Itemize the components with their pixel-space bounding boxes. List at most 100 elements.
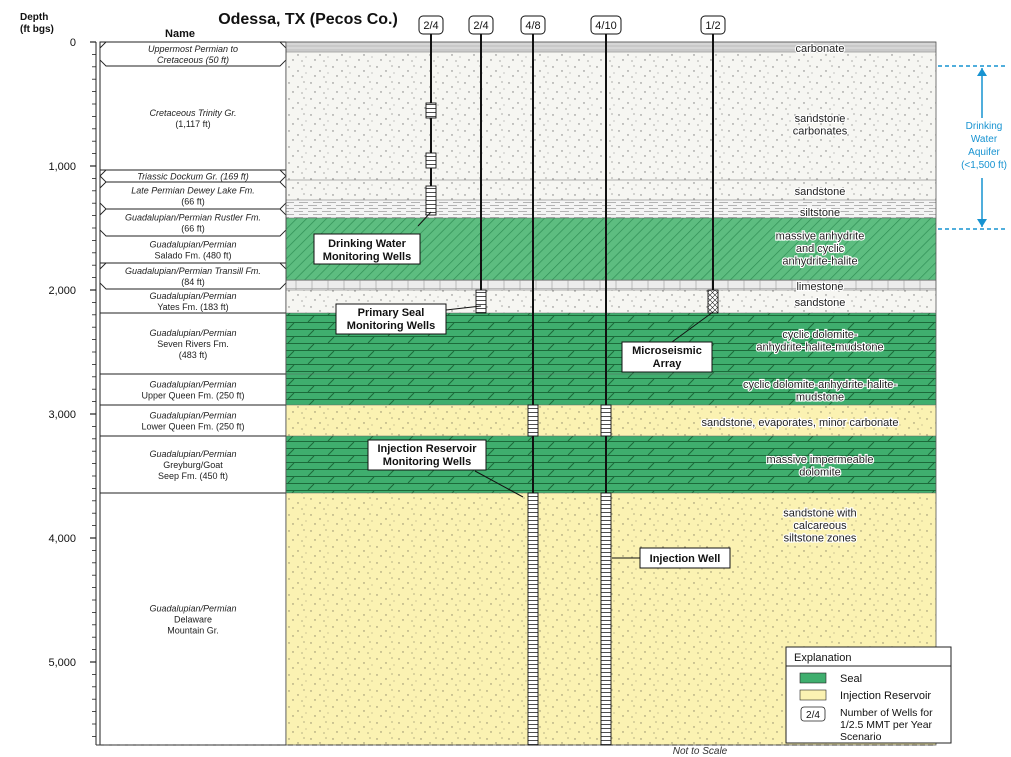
lithology-label: limestone [796,281,843,293]
lithology-label: and cyclic [796,243,845,255]
legend-seal-swatch [799,672,827,684]
lithology-label: massive anhydrite [776,231,865,243]
diagram-title: Odessa, TX (Pecos Co.) [218,11,398,28]
formation-name-line: Mountain Gr. [167,626,219,636]
name-column-header: Name [165,28,195,40]
not-to-scale-label: Not to Scale [673,746,728,757]
formation-name-line: Greyburg/Goat [163,460,223,470]
lithology-label: siltstone zones [784,533,857,545]
lithology-label: sandstone [795,297,846,309]
legend-seal-label: Seal [840,673,862,685]
lithology-label: cyclic dolomite-anhydrite-halite- [743,379,897,391]
depth-tick-label: 2,000 [48,285,76,297]
depth-axis-label: Depth [20,12,48,23]
siltstone-layer [286,200,936,218]
well-screen [425,185,437,216]
depth-tick-label: 0 [70,37,76,49]
microseismic-array-segment [707,289,719,314]
injection-well-label: Injection Well [650,553,721,565]
formation-name-line: Upper Queen Fm. (250 ft) [141,391,244,401]
well-screen [527,492,539,746]
microseismic-line2: Array [653,358,683,370]
well-count-label: 4/8 [525,20,540,32]
formation-name-line: Guadalupian/Permian Rustler Fm. [125,213,261,223]
formation-name-line: (84 ft) [181,277,205,287]
depth-tick-label: 4,000 [48,533,76,545]
injection-reservoir-wells-line2: Monitoring Wells [383,456,471,468]
well-count-badge [418,15,444,35]
well-count-badge [590,15,622,35]
well-count-badge [700,15,726,35]
legend: Explanation Seal Injection Reservoir 2/4… [785,646,952,744]
wells [425,34,719,746]
well-count-label: 2/4 [473,20,488,32]
formation-name-line: Seep Fm. (450 ft) [158,471,228,481]
legend-wells-symbol: 2/4 [806,710,820,721]
drinking-water-wells-line1: Drinking Water [328,238,407,250]
aquifer-line3: Aquifer [968,147,1000,158]
aquifer-bracket: Drinking Water Aquifer (<1,500 ft) [938,65,1010,230]
lithology-label: sandstone with [783,508,856,520]
depth-tick-label: 1,000 [48,161,76,173]
lithology-label: cyclic dolomite- [782,329,858,341]
formation-name-line: (66 ft) [181,224,205,234]
well-count-badge [520,15,546,35]
upper-queen-layer [286,374,936,405]
legend-wells-line2: 1/2.5 MMT per Year [840,719,933,731]
lithology-label: sandstone [795,186,846,198]
formation-name-line: Guadalupian/Permian Transill Fm. [125,266,261,276]
primary-seal-wells-line2: Monitoring Wells [347,320,435,332]
lithology-label: carbonate [796,43,845,55]
formation-name-line: Delaware [174,615,212,625]
well-count-badge [468,15,494,35]
formation-name-line: Lower Queen Fm. (250 ft) [141,422,244,432]
formation-name-line: Guadalupian/Permian [149,328,236,338]
well-count-label: 1/2 [705,20,720,32]
lithology-label: dolomite [799,466,841,478]
legend-wells-line1: Number of Wells for [840,707,933,719]
formation-name-line: Cretaceous (50 ft) [157,55,229,65]
formation-name-line: Guadalupian/Permian [149,411,236,421]
formation-name-line: Late Permian Dewey Lake Fm. [131,186,255,196]
well-screen [600,492,612,746]
lithology-label: sandstone [795,113,846,125]
injection-well-callout: Injection Well [612,547,731,569]
well-screen [475,289,487,314]
legend-title: Explanation [794,652,852,664]
primary-seal-wells-callout: Primary Seal Monitoring Wells [335,303,482,335]
lithology-label: sandstone, evaporates, minor carbonate [702,417,899,429]
primary-seal-wells-line1: Primary Seal [358,307,425,319]
lithology-label: massive impermeable [767,454,874,466]
depth-tick-label: 5,000 [48,657,76,669]
well-count-label: 2/4 [423,20,438,32]
formation-name-line: Guadalupian/Permian [149,240,236,250]
depth-axis-ticks: 0 1,000 2,000 3,000 4,000 5,000 [48,37,96,737]
formation-name-line: Guadalupian/Permian [149,291,236,301]
formation-name-line: Salado Fm. (480 ft) [154,251,231,261]
well-count-label: 4/10 [595,20,616,32]
microseismic-line1: Microseismic [632,345,702,357]
lithology-label: calcareous [793,520,847,532]
lithology-label: anhydrite-halite-mudstone [756,341,883,353]
yates-sandstone-layer [286,290,936,313]
injection-reservoir-wells-callout: Injection Reservoir Monitoring Wells [367,439,524,498]
formation-name-line: Triassic Dockum Gr. (169 ft) [137,172,249,182]
trinity-sandstone-layer [286,52,936,180]
legend-wells-line3: Scenario [840,731,882,743]
drinking-water-wells-line2: Monitoring Wells [323,251,411,263]
legend-wells-symbol-box [800,706,826,722]
well-screen [425,102,437,119]
aquifer-line2: Water [971,134,998,145]
aquifer-line1: Drinking [966,121,1003,132]
legend-reservoir-swatch [799,689,827,701]
aquifer-line4: (<1,500 ft) [961,160,1007,171]
lithology-labels: carbonatesandstonecarbonatessandstonesil… [700,42,899,546]
lithology-label: anhydrite-halite [782,256,857,268]
formation-name-line: Cretaceous Trinity Gr. [149,108,236,118]
depth-tick-label: 3,000 [48,409,76,421]
lithology-label: carbonates [793,125,848,137]
formation-name-line: Seven Rivers Fm. [157,339,229,349]
formation-name-line: (66 ft) [181,197,205,207]
